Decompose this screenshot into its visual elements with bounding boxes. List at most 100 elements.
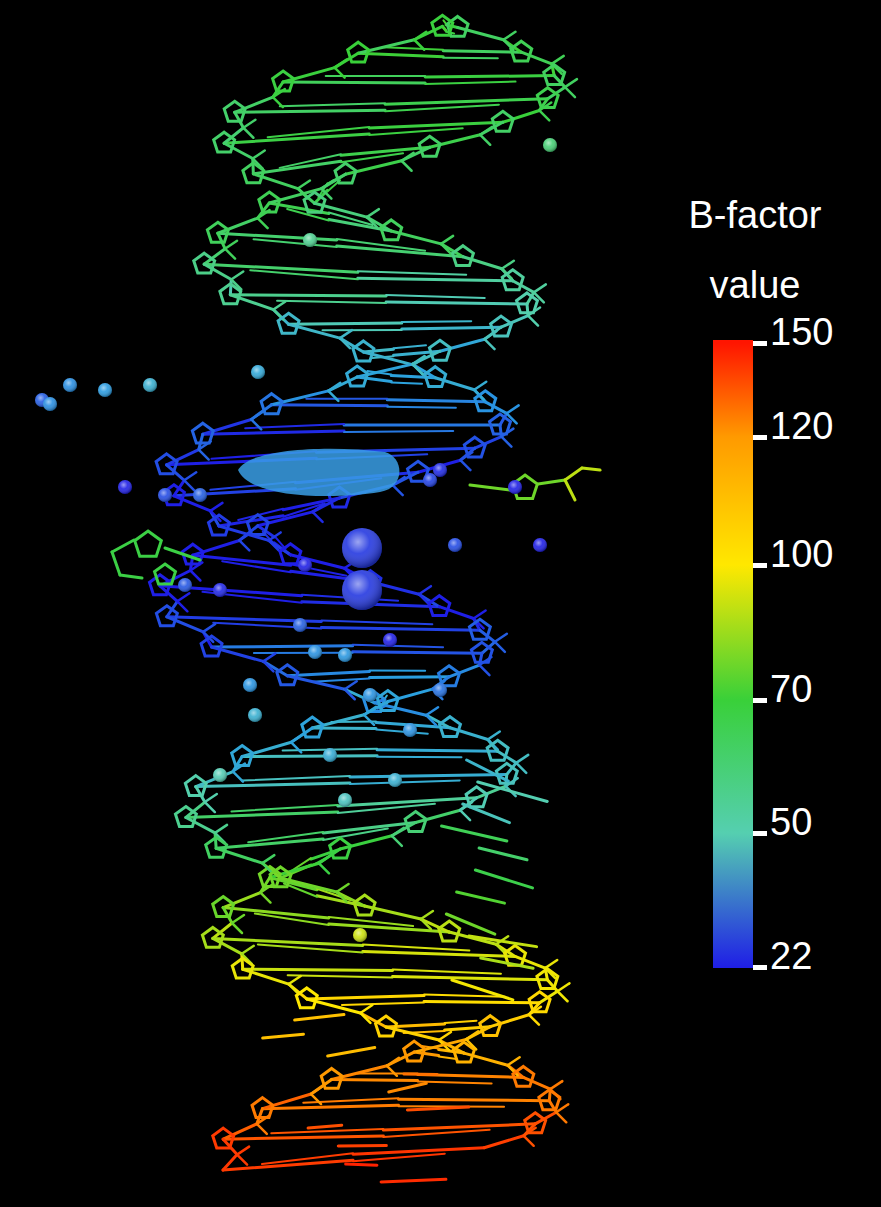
bond-stick bbox=[251, 419, 261, 429]
bond-stick bbox=[392, 828, 404, 836]
bond-stick bbox=[353, 652, 482, 653]
ion-shade bbox=[303, 233, 317, 247]
bond-stick bbox=[484, 339, 494, 349]
bond-stick bbox=[392, 836, 402, 846]
bond-stick bbox=[346, 1164, 377, 1165]
ion-shade bbox=[433, 463, 447, 477]
bond-stick bbox=[426, 715, 450, 728]
bond-stick bbox=[254, 652, 353, 654]
bond-stick bbox=[269, 532, 281, 540]
bond-stick bbox=[383, 1124, 535, 1130]
bond-stick bbox=[565, 480, 575, 500]
bond-stick bbox=[463, 804, 510, 823]
sugar-ring bbox=[194, 253, 215, 273]
bond-stick bbox=[319, 863, 329, 873]
sugar-ring bbox=[202, 927, 223, 947]
bond-stick bbox=[288, 975, 393, 977]
bond-stick bbox=[501, 437, 511, 447]
bond-stick bbox=[342, 1003, 424, 1005]
bond-stick bbox=[393, 970, 501, 974]
bond-stick bbox=[340, 338, 350, 348]
bond-stick bbox=[364, 702, 388, 715]
ion-sphere bbox=[293, 618, 307, 632]
bond-stick bbox=[311, 1079, 332, 1094]
bond-stick bbox=[323, 329, 402, 331]
bond-stick bbox=[399, 1099, 550, 1100]
sugar-ring bbox=[404, 1041, 425, 1061]
tick-label: 70 bbox=[770, 668, 812, 711]
sugar-ring bbox=[347, 366, 368, 386]
bond-stick bbox=[350, 780, 460, 784]
sugar-ring bbox=[440, 717, 461, 737]
bond-stick bbox=[335, 68, 345, 78]
bond-stick bbox=[442, 826, 507, 841]
bond-stick bbox=[402, 161, 412, 171]
sugar-ring bbox=[252, 1098, 273, 1118]
tick-mark bbox=[753, 341, 767, 346]
ion-sphere bbox=[63, 378, 77, 392]
bond-stick bbox=[335, 53, 359, 67]
bond-stick bbox=[210, 503, 222, 511]
bond-stick bbox=[407, 1107, 468, 1110]
bond-stick bbox=[552, 56, 564, 64]
ion-shade bbox=[388, 773, 402, 787]
bond-stick bbox=[337, 884, 349, 892]
sugar-ring bbox=[432, 15, 453, 35]
bond-stick bbox=[260, 893, 270, 903]
bond-stick bbox=[480, 135, 490, 145]
bond-stick bbox=[295, 1015, 344, 1020]
bond-stick bbox=[223, 1136, 383, 1139]
ion-shade bbox=[118, 480, 132, 494]
tick-label: 120 bbox=[770, 405, 833, 448]
bond-stick bbox=[205, 794, 217, 802]
bond-stick bbox=[495, 634, 507, 642]
bond-stick bbox=[269, 540, 279, 550]
ion-shade bbox=[98, 383, 112, 397]
bond-stick bbox=[421, 911, 433, 919]
tick-label: 100 bbox=[770, 533, 833, 576]
ion-sphere bbox=[158, 488, 172, 502]
ion-sphere bbox=[353, 928, 367, 942]
sugar-ring bbox=[261, 394, 282, 414]
bond-stick bbox=[311, 1086, 323, 1094]
bond-stick bbox=[414, 40, 424, 50]
bond-stick bbox=[363, 951, 515, 956]
bond-stick bbox=[426, 715, 436, 725]
bond-stick bbox=[393, 977, 548, 980]
bond-stick bbox=[402, 320, 472, 323]
bond-stick bbox=[337, 239, 425, 251]
bond-stick bbox=[308, 1125, 342, 1128]
bond-stick bbox=[184, 480, 194, 490]
bond-stick bbox=[363, 349, 393, 352]
bond-stick bbox=[262, 855, 274, 863]
bond-stick bbox=[387, 1052, 414, 1066]
bond-stick bbox=[235, 110, 385, 112]
bond-stick bbox=[370, 669, 426, 671]
sugar-ring bbox=[277, 665, 298, 685]
bond-stick bbox=[242, 946, 254, 954]
bond-stick bbox=[474, 610, 486, 618]
bond-stick bbox=[218, 233, 337, 240]
bond-stick bbox=[377, 756, 461, 759]
ion-shade bbox=[63, 378, 77, 392]
bond-stick bbox=[557, 991, 567, 1001]
bond-stick bbox=[112, 540, 134, 552]
bond-stick bbox=[393, 345, 425, 348]
bond-stick bbox=[478, 782, 547, 801]
bond-stick bbox=[369, 128, 463, 135]
sugar-ring bbox=[278, 313, 299, 333]
bond-stick bbox=[204, 264, 358, 272]
bond-stick bbox=[328, 377, 357, 391]
bond-stick bbox=[545, 960, 557, 968]
ion-sphere bbox=[383, 633, 397, 647]
ion-shade bbox=[353, 928, 367, 942]
bond-stick bbox=[413, 357, 425, 365]
bond-stick bbox=[329, 917, 413, 926]
bond-stick bbox=[413, 365, 423, 375]
bond-stick bbox=[502, 261, 514, 269]
tick-label: 150 bbox=[770, 311, 833, 354]
sugar-ring bbox=[201, 636, 222, 656]
bond-stick bbox=[360, 1005, 372, 1013]
bond-stick bbox=[363, 944, 470, 950]
